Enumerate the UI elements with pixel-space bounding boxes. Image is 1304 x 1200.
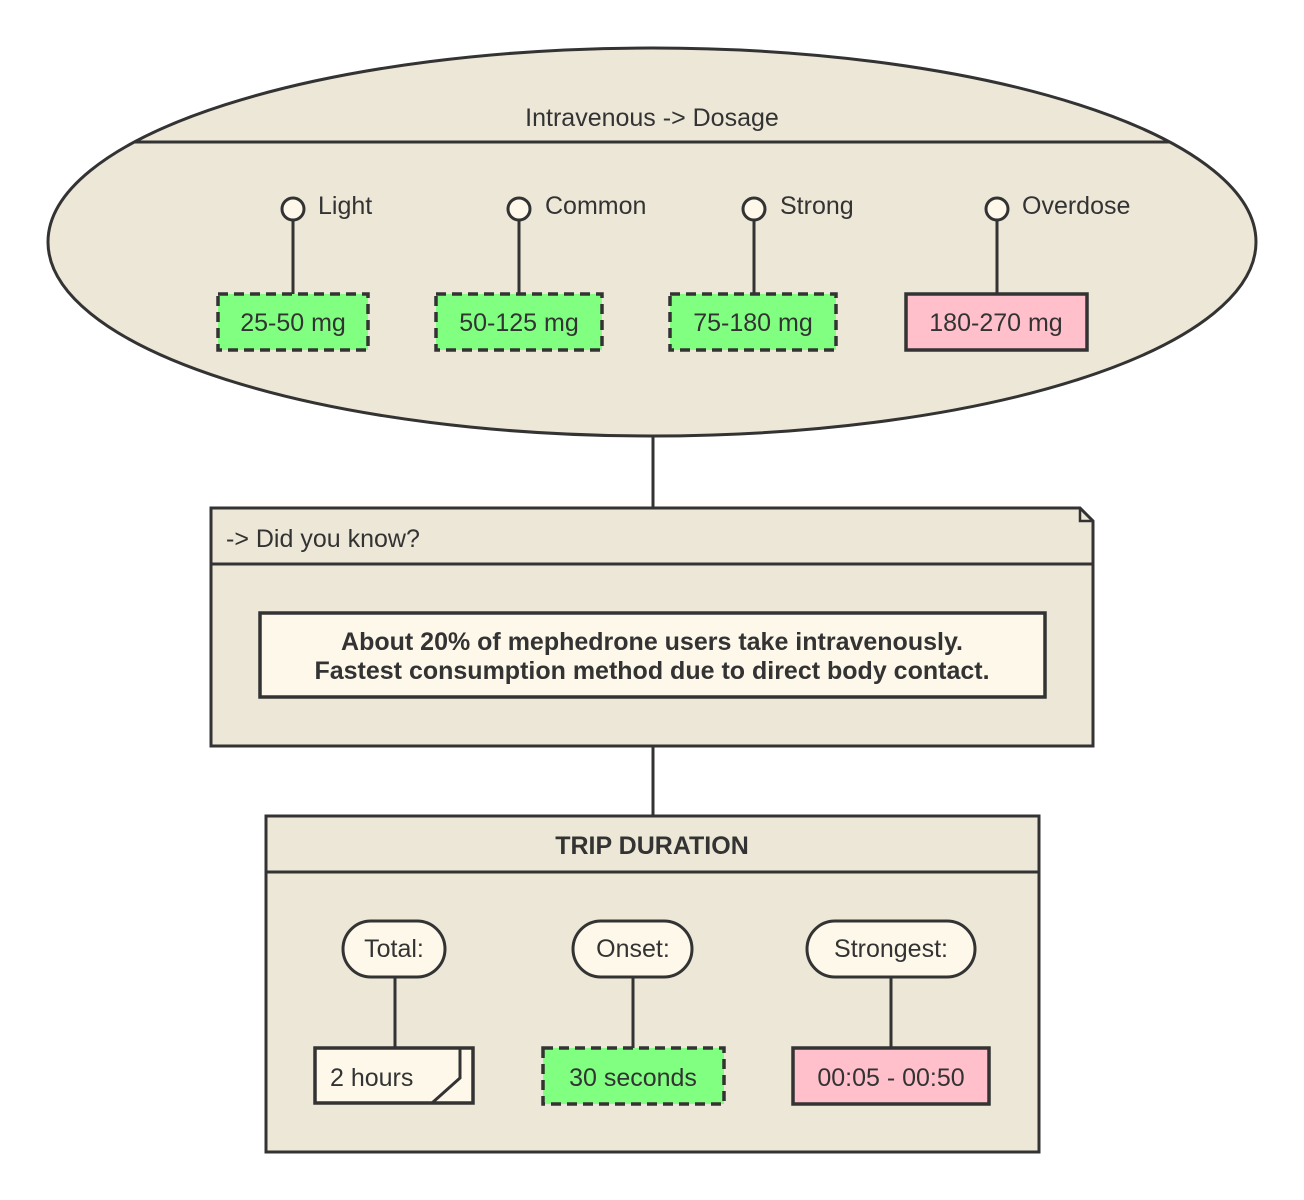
level-value-box [434, 292, 604, 352]
duration-title: TRIP DURATION [555, 832, 749, 860]
level-label: Overdose [1022, 192, 1130, 220]
dosage-level-strong: Strong 75-180 mg [668, 192, 854, 352]
circle-marker-icon [280, 196, 306, 222]
duration-label: Strongest: [834, 935, 948, 963]
dosage-level-light: Light 25-50 mg [216, 192, 372, 352]
did-you-know-note: -> Did you know? About 20% of mephedrone… [209, 506, 1095, 748]
note-title: -> Did you know? [226, 525, 420, 553]
level-value: 180-270 mg [929, 309, 1062, 337]
folded-corner-icon [1078, 508, 1093, 523]
note-fact-box [258, 611, 1047, 699]
level-label: Common [545, 192, 646, 220]
circle-marker-icon [984, 196, 1010, 222]
duration-value: 2 hours [330, 1064, 413, 1092]
level-label: Strong [780, 192, 854, 220]
level-label: Light [318, 192, 372, 220]
dosage-level-overdose: Overdose 180-270 mg [904, 192, 1130, 352]
level-value: 75-180 mg [693, 309, 813, 337]
duration-value: 00:05 - 00:50 [817, 1064, 964, 1092]
dosage-level-common: Common 50-125 mg [434, 192, 646, 352]
duration-label: Onset: [596, 935, 670, 963]
level-value-box [904, 292, 1089, 352]
duration-label-pill [805, 919, 977, 979]
level-value: 50-125 mg [459, 309, 579, 337]
level-value-box [668, 292, 838, 352]
level-value: 25-50 mg [240, 309, 346, 337]
folded-corner-icon [431, 1048, 462, 1105]
duration-label-pill [571, 919, 694, 979]
duration-label: Total: [364, 935, 424, 963]
note-fact-line-2: Fastest consumption method due to direct… [314, 657, 989, 685]
duration-item-strongest: Strongest: 00:05 - 00:50 [791, 919, 991, 1106]
circle-marker-icon [741, 196, 767, 222]
circle-marker-icon [506, 196, 532, 222]
duration-label-pill [341, 919, 447, 979]
note-fact-line-1: About 20% of mephedrone users take intra… [341, 628, 963, 656]
duration-value-box [313, 1046, 475, 1105]
level-value-box [216, 292, 370, 352]
dosage-ellipse: Intravenous -> Dosage [46, 46, 1258, 438]
duration-value: 30 seconds [569, 1064, 697, 1092]
duration-value-box [791, 1046, 991, 1106]
duration-item-onset: Onset: 30 seconds [541, 919, 726, 1106]
dosage-title: Intravenous -> Dosage [525, 104, 779, 132]
duration-item-total: Total: 2 hours [313, 919, 475, 1105]
duration-value-box [541, 1046, 726, 1106]
